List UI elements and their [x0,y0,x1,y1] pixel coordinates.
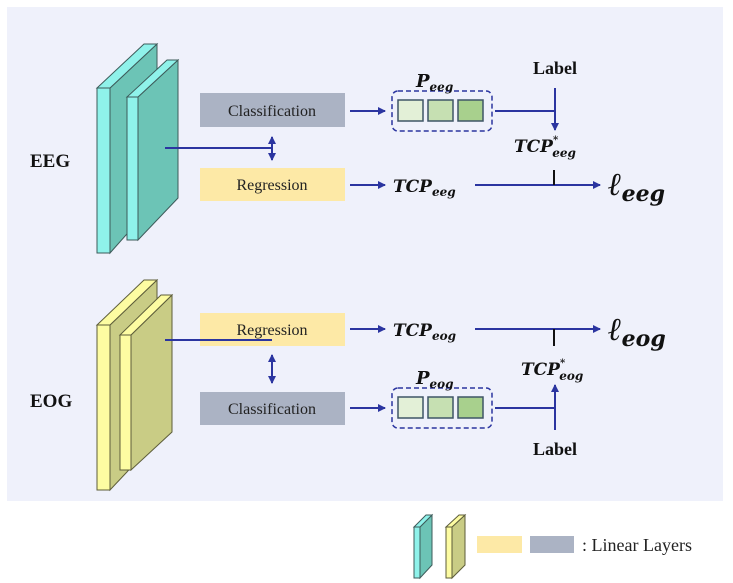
eog-classification-text: Classification [228,401,316,418]
eog-tcp-star: TCP*eog [521,358,583,383]
eeg-prob-cell [427,99,454,122]
eeg-prob-cell [397,99,424,122]
eeg-label: EEG [30,151,70,172]
eeg-regression-text: Regression [236,177,307,194]
eog-arrows [165,325,601,430]
legend-regression-swatch [477,536,522,553]
eeg-arrows [165,88,601,189]
eog-regression-text: Regression [236,322,307,339]
eeg-loss: ℓeeg [608,165,665,207]
eog-prob-box [391,387,493,429]
eeg-tcp: TCPeeg [393,177,456,199]
legend-eeg-slab-icon [412,513,434,580]
eog-prob-cell [427,396,454,419]
legend-text: : Linear Layers [582,535,692,555]
eeg-tcp-star: TCP*eeg [514,135,576,160]
eog-tcp: TCPeog [393,321,456,343]
eog-prob-cell [397,396,424,419]
eeg-encoder-icon [95,42,180,255]
eog-p-label: Peog [415,368,454,391]
eog-prob-cell [457,396,484,419]
eog-label: EOG [30,391,72,412]
eog-true-label: Label [533,439,577,459]
eeg-regression-layer [200,168,345,201]
eog-loss: ℓeog [608,310,666,352]
eeg-classification-layer [200,93,345,127]
eeg-true-label: Label [533,58,577,78]
eeg-p-label: Peeg [415,71,453,94]
eeg-prob-cell [457,99,484,122]
eeg-prob-box [391,90,493,132]
eeg-classification-text: Classification [228,103,316,120]
eog-encoder-icon [95,278,174,492]
legend-eog-slab-icon [444,513,467,580]
eog-classification-layer [200,392,345,425]
legend-classification-swatch [530,536,574,553]
legend: : Linear Layers [412,513,692,580]
